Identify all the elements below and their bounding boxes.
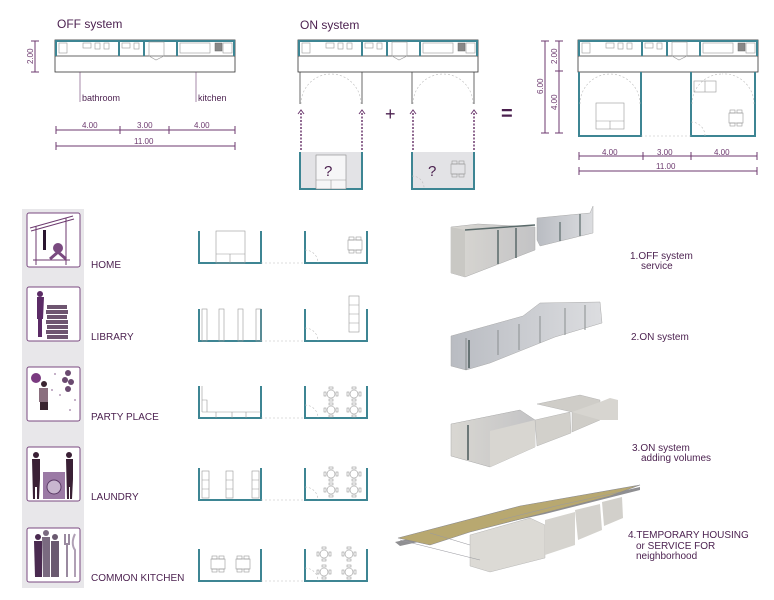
off-height-value: 2.00 [26,48,35,64]
module-unknown-mark: ? [324,163,332,180]
on-system-title: ON system [300,18,359,32]
dim-seg3: 4.00 [194,121,210,130]
step-2-label: 2.ON system [631,332,689,343]
home-icon [26,212,81,268]
equals-sign: = [501,103,513,125]
use-label: PARTY PLACE [91,412,159,423]
dim-seg2: 3.00 [137,121,153,130]
dim-seg1: 4.00 [82,121,98,130]
off-system-plan [54,39,236,102]
plus-sign: + [385,104,396,124]
result-height-dimensions: 6.00 2.00 4.00 [536,40,563,134]
use-label: LIBRARY [91,332,134,343]
step-1-label: 1.OFF system [630,251,693,262]
step-3-sublabel: adding volumes [641,453,711,464]
bathroom-label: bathroom [82,93,120,103]
step-4-sublabel-2: neighborhood [636,551,697,562]
use-row-library: LIBRARY [26,286,368,343]
step-4-sublabel: or SERVICE FOR [636,541,715,552]
on-system-plan [297,39,479,150]
result-width-dimensions: 4.00 3.00 4.00 11.00 [578,148,758,175]
module-kitchen: ? [411,152,475,190]
use-row-party: PARTY PLACE [26,366,368,423]
use-label: LAUNDRY [91,492,139,503]
step-1-sublabel: service [641,261,673,272]
render-step-3 [450,394,618,468]
step-4-label: 4.TEMPORARY HOUSING [628,530,749,541]
step-3-label: 3.ON system [632,443,690,454]
module-unknown-mark: ? [428,163,436,180]
dim-total: 11.00 [656,162,676,171]
kitchen-icon [26,527,81,583]
dim-total-height: 6.00 [536,78,545,94]
use-label: COMMON KITCHEN [91,573,184,584]
library-icon [26,286,81,342]
use-row-common-kitchen: COMMON KITCHEN [26,527,368,584]
kitchen-label: kitchen [198,93,227,103]
render-step-4 [395,484,641,573]
dim-total: 11.00 [134,137,154,146]
use-row-laundry: LAUNDRY [26,446,368,503]
use-row-home: HOME [26,212,368,271]
dim-seg1: 4.00 [602,148,618,157]
off-system-title: OFF system [57,17,122,31]
module-home: ? [299,152,363,190]
dim-bottom: 4.00 [550,94,559,110]
dim-seg3: 4.00 [714,148,730,157]
dim-top: 2.00 [550,48,559,64]
off-height-dimension: 2.00 [26,40,39,73]
result-plan [577,39,759,137]
laundry-icon [26,446,81,502]
render-step-2 [450,301,603,371]
use-label: HOME [91,260,121,271]
off-width-dimensions: 4.00 3.00 4.00 11.00 [55,121,236,150]
dim-seg2: 3.00 [657,148,673,157]
party-icon [26,366,81,422]
render-step-1 [450,205,594,278]
